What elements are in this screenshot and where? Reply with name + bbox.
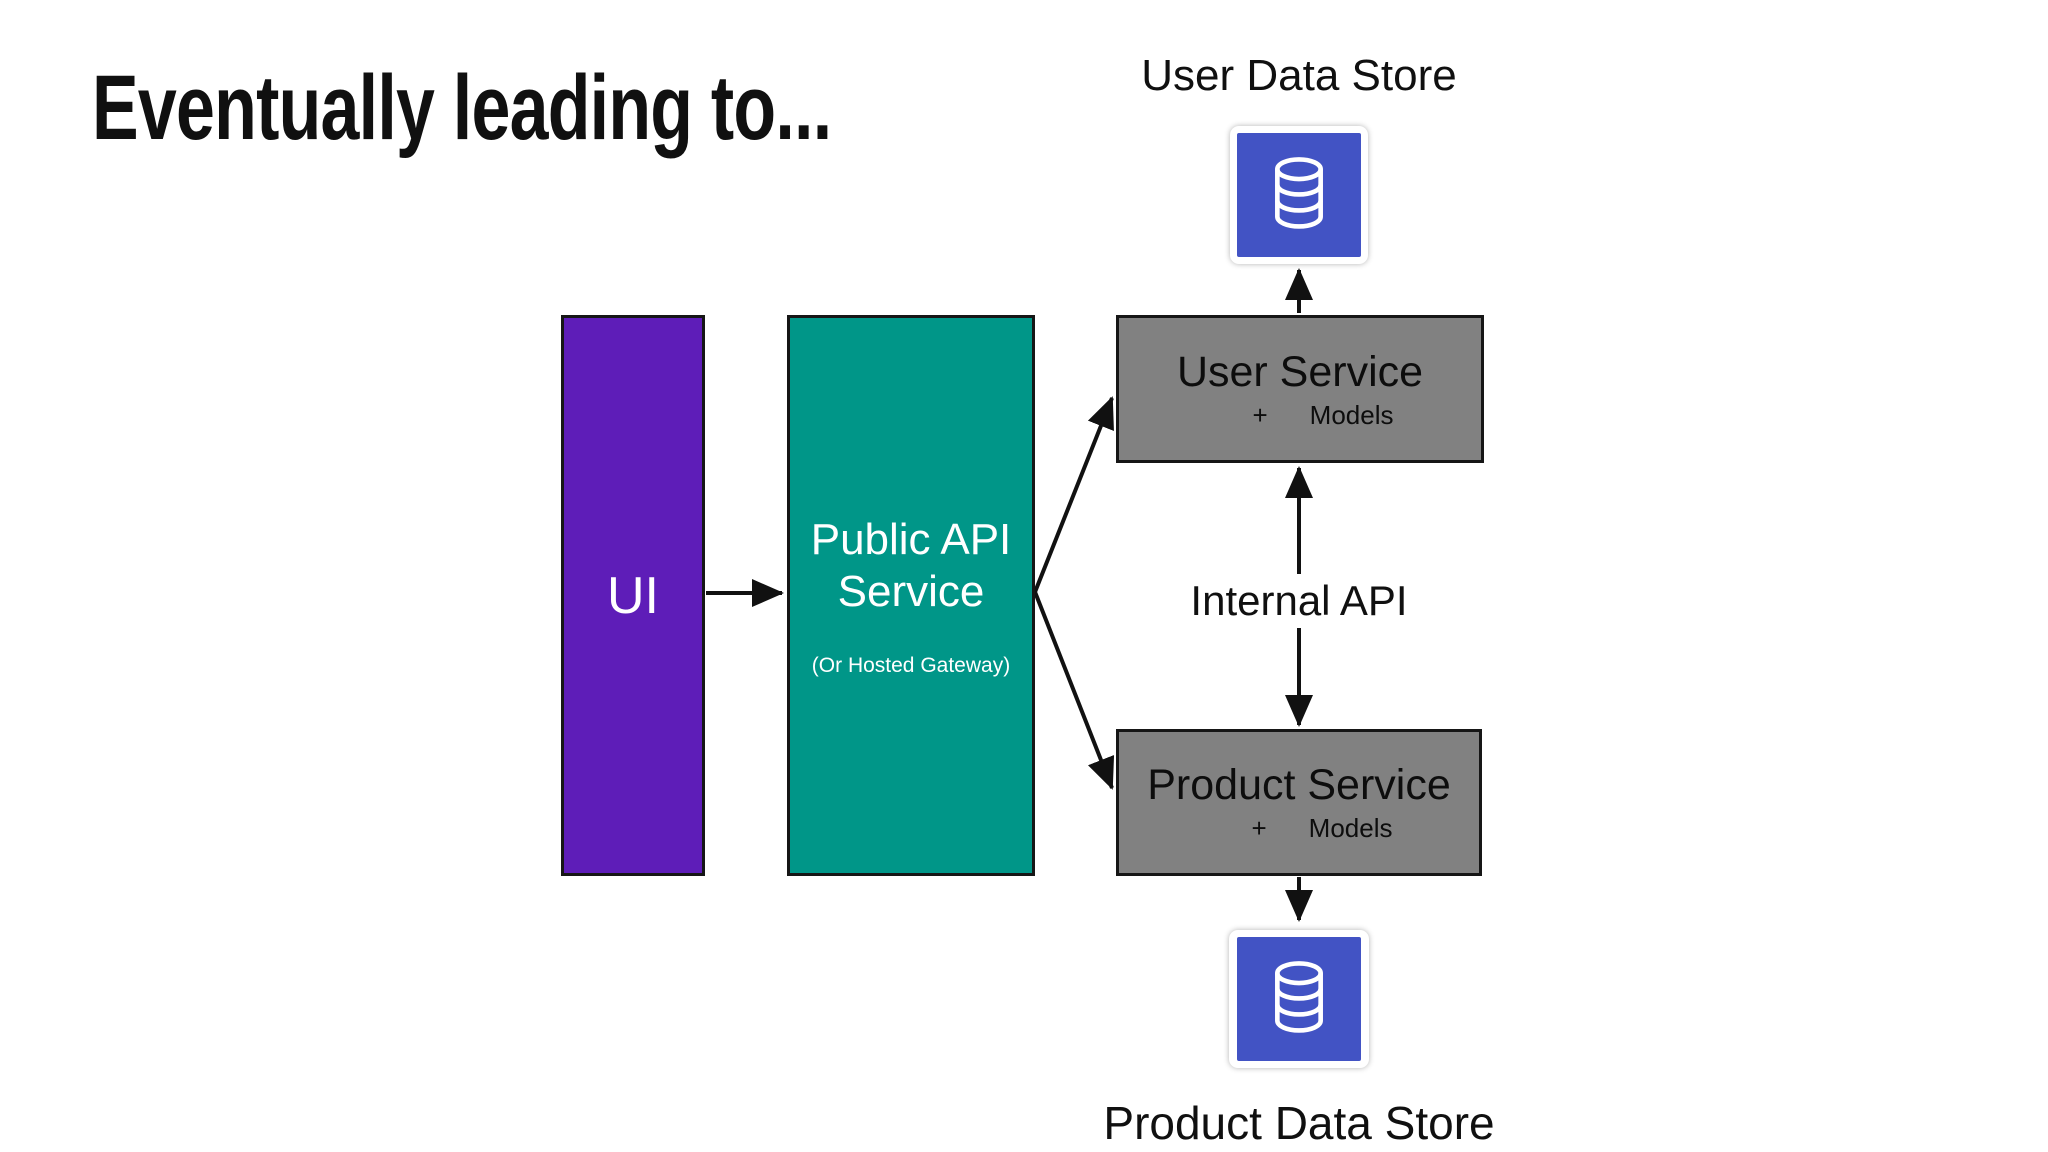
node-product-data-store [1229, 930, 1369, 1068]
user-service-title: User Service [1176, 347, 1424, 396]
slide-title: Eventually leading to... [92, 57, 832, 159]
arrow-public-api-to-user-service [1033, 396, 1114, 593]
public-api-service-subtitle: (Or Hosted Gateway) [811, 653, 1011, 677]
node-user-data-store [1230, 126, 1368, 264]
node-user-service: User Service + Models [1116, 315, 1484, 463]
product-service-plus: + [1251, 813, 1267, 843]
database-icon [1275, 961, 1323, 1033]
node-product-service: Product Service + Models [1116, 729, 1482, 876]
product-service-subrow: + Models [1251, 813, 1392, 844]
user-service-subrow: + Models [1252, 400, 1393, 431]
product-data-store-label: Product Data Store [1103, 1097, 1495, 1149]
node-public-api-service: Public API Service (Or Hosted Gateway) [787, 315, 1035, 876]
product-service-models-label: Models [1308, 813, 1393, 843]
user-data-store-label: User Data Store [1141, 51, 1457, 100]
public-api-service-title: Public API Service [810, 514, 1012, 616]
product-data-store-tile [1237, 937, 1361, 1061]
node-ui: UI [561, 315, 705, 876]
product-service-title: Product Service [1147, 761, 1451, 809]
database-icon [1275, 157, 1323, 229]
internal-api-label: Internal API [1190, 577, 1408, 624]
user-service-models-label: Models [1309, 399, 1394, 430]
user-data-store-tile [1237, 133, 1361, 257]
ui-node-label: UI [607, 566, 659, 625]
user-service-plus: + [1252, 399, 1268, 430]
